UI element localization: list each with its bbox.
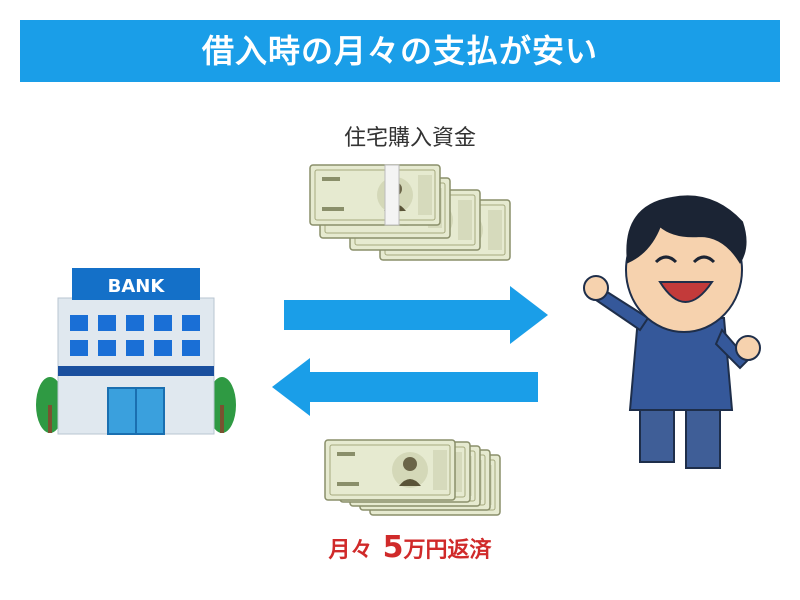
money-repayment [324,439,501,516]
bank-sign: BANK [108,276,166,297]
repay-arrow-left [272,358,538,416]
loan-arrow-right [284,286,548,344]
bank-windows [70,315,200,356]
repayment-suffix: 万円返済 [403,538,492,563]
happy-man-icon [583,195,761,469]
money-stack-loan [309,164,511,261]
loan-label: 住宅購入資金 [343,126,476,151]
repayment-amount: 5 [382,530,404,565]
repayment-label: 月々 5万円返済 [250,530,570,565]
banner-title: 借入時の月々の支払が安い [201,32,598,70]
title-banner: 借入時の月々の支払が安い [20,20,780,82]
repayment-prefix: 月々 [328,538,373,563]
